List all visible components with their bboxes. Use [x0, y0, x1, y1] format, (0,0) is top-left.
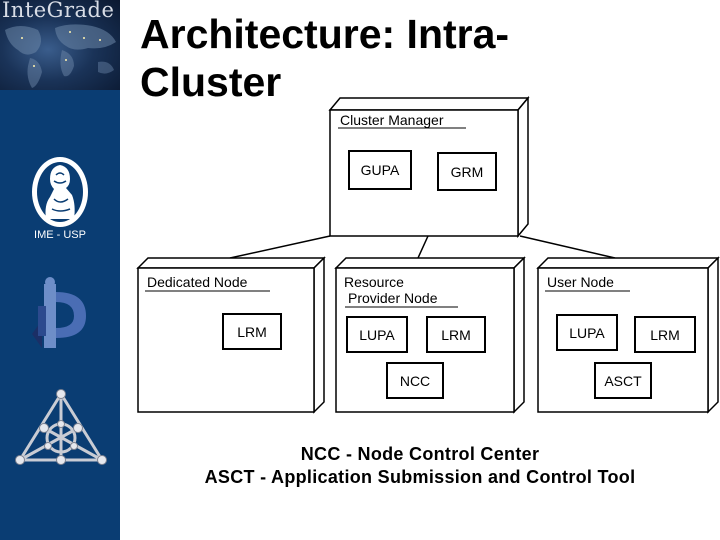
resource-provider-label-line2: Provider Node — [348, 290, 438, 306]
resource-provider-label-line1: Resource — [344, 274, 404, 290]
resource-lupa-component: LUPA — [346, 316, 408, 353]
ncc-component: NCC — [386, 362, 444, 399]
ip-logo-icon — [32, 277, 86, 348]
legend-ncc: NCC - Node Control Center — [300, 444, 540, 464]
slide-title: Architecture: Intra- Cluster — [140, 10, 640, 106]
banner-title: InteGrade — [2, 0, 115, 22]
sidebar: InteGrade IME - USP — [0, 0, 120, 540]
triangle-network-logo-icon — [15, 389, 107, 465]
dedicated-lrm-component: LRM — [222, 313, 282, 350]
resource-lrm-component: LRM — [426, 316, 486, 353]
user-lupa-component: LUPA — [556, 314, 618, 351]
connector-trunk — [417, 235, 429, 259]
dedicated-node-label: Dedicated Node — [147, 274, 248, 290]
legend-asct: ASCT - Application Submission and Contro… — [204, 467, 636, 487]
slide-title-line2: Cluster — [140, 59, 282, 105]
gupa-component: GUPA — [348, 150, 412, 190]
integrade-banner: InteGrade — [0, 0, 120, 90]
connector-dedicated-node — [229, 235, 331, 259]
slide-title-line1: Architecture: Intra- — [140, 11, 510, 57]
user-node-label: User Node — [547, 274, 614, 290]
institution-caption: IME - USP — [34, 229, 86, 241]
asct-component: ASCT — [594, 362, 652, 399]
grm-component: GRM — [437, 152, 497, 191]
ime-seal-icon — [32, 157, 88, 227]
cluster-manager-label: Cluster Manager — [340, 112, 444, 128]
connector-user-node — [519, 235, 616, 259]
world-map-icon — [5, 24, 116, 88]
user-lrm-component: LRM — [634, 316, 696, 353]
